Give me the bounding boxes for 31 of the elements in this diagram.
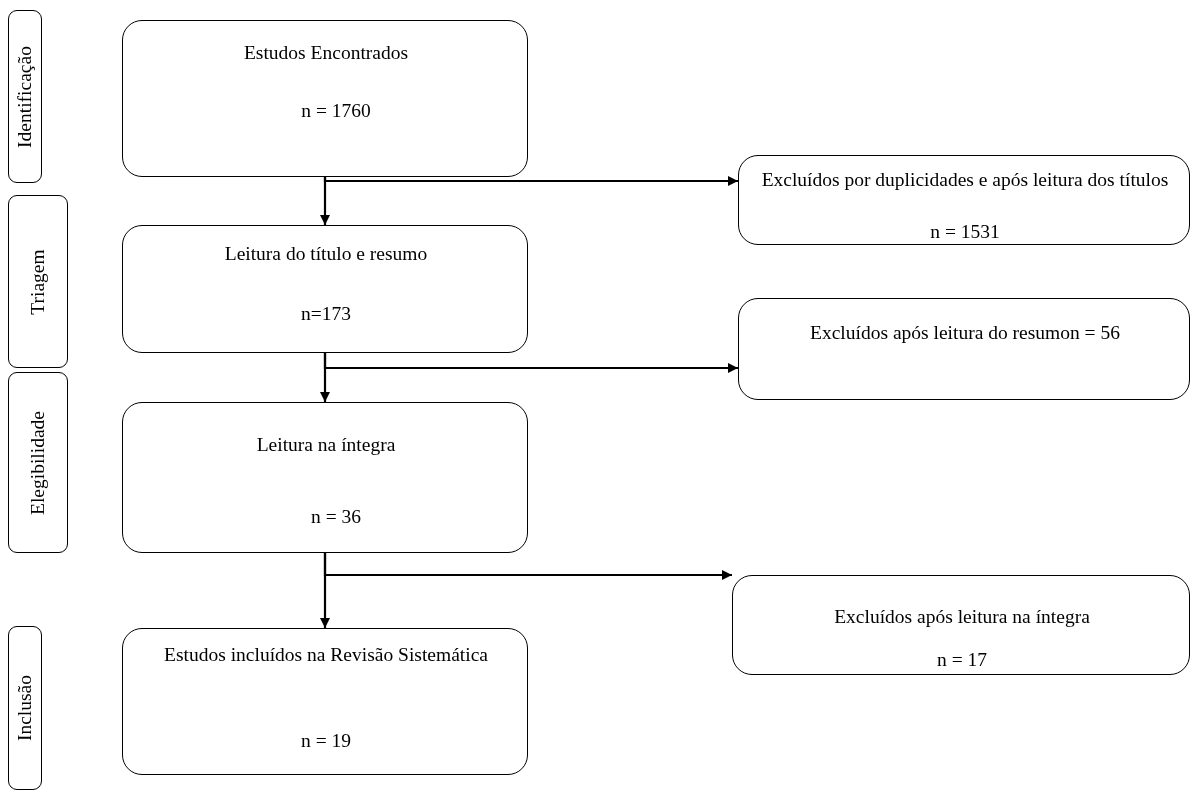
count-text: n = 1531 bbox=[929, 220, 1001, 244]
stage-label-box bbox=[8, 195, 68, 368]
arrow bbox=[323, 176, 738, 186]
stage-label-box bbox=[8, 10, 42, 183]
box-text: Estudos incluídos na Revisão Sistemática bbox=[163, 643, 489, 667]
box-text: Excluídos após leitura na íntegra bbox=[833, 605, 1091, 629]
stage-label-box bbox=[8, 626, 42, 790]
stage-label: Identificação bbox=[14, 45, 36, 148]
box-text: Estudos Encontrados bbox=[242, 41, 410, 65]
process-box bbox=[738, 298, 1190, 400]
arrow bbox=[323, 353, 738, 373]
count-text: n=173 bbox=[300, 302, 352, 326]
box-text: Excluídos por duplicidades e após leitura dos títulos bbox=[760, 168, 1170, 192]
stage-label: Triagem bbox=[27, 248, 49, 315]
process-box bbox=[122, 20, 528, 177]
box-text: Leitura do título e resumo bbox=[223, 242, 429, 266]
count-text: n = 17 bbox=[936, 648, 988, 672]
stage-label: Elegibilidade bbox=[27, 410, 49, 515]
process-box bbox=[122, 402, 528, 553]
count-text: n = 36 bbox=[310, 505, 362, 529]
process-box bbox=[732, 575, 1190, 675]
box-text: Excluídos após leitura do resumon = 56 bbox=[809, 321, 1121, 345]
arrow bbox=[323, 553, 732, 580]
box-text: Leitura na íntegra bbox=[255, 433, 397, 457]
count-text: n = 19 bbox=[300, 729, 352, 753]
stage-label: Inclusão bbox=[14, 674, 36, 742]
stage-label-box bbox=[8, 372, 68, 553]
count-text: n = 1760 bbox=[300, 99, 372, 123]
process-box bbox=[738, 155, 1190, 245]
process-box bbox=[122, 225, 528, 353]
process-box bbox=[122, 628, 528, 775]
